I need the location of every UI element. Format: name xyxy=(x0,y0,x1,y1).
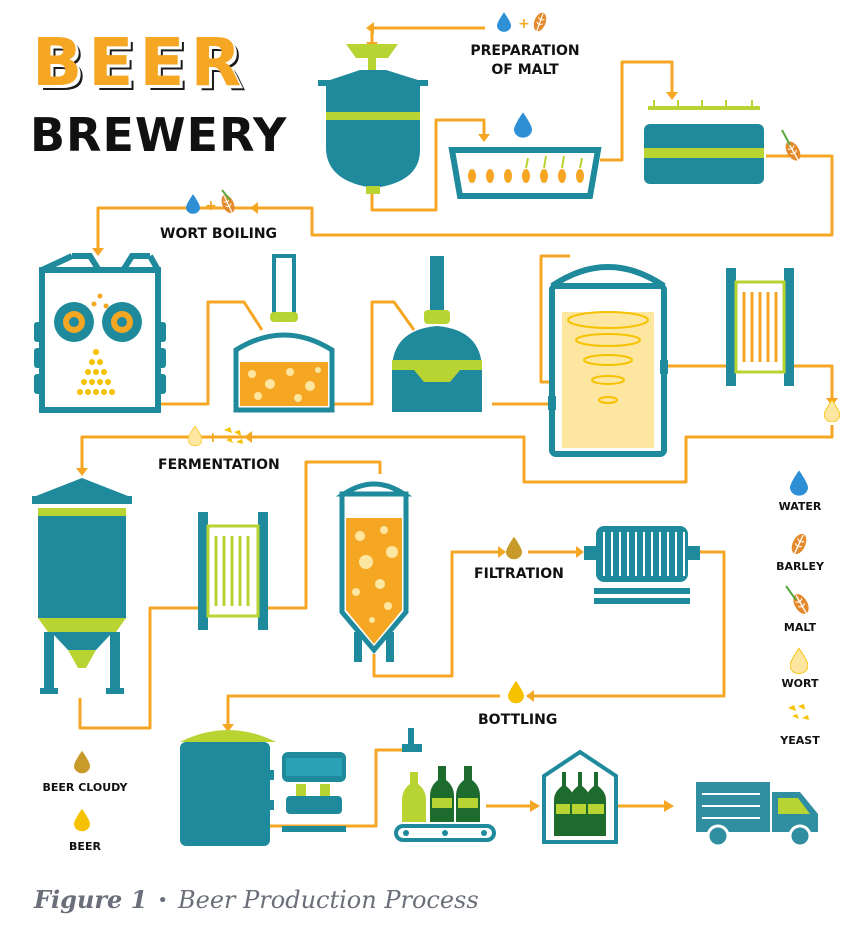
legend-barley: BARLEY xyxy=(776,560,824,573)
caption-label: Figure 1 xyxy=(34,885,148,914)
legend-beer-cloudy: BEER CLOUDY xyxy=(42,781,128,794)
step-label-boiling: WORT BOILING xyxy=(160,226,278,242)
title-brewery: BREWERY xyxy=(30,108,288,162)
caption-separator: • xyxy=(157,890,168,911)
step-label-filtration: FILTRATION xyxy=(474,566,564,582)
steeping-tank xyxy=(318,44,428,194)
mash-tun xyxy=(233,254,335,413)
kiln-dryer xyxy=(644,100,805,184)
pipes xyxy=(78,26,834,828)
legend-yeast: YEAST xyxy=(780,734,820,747)
step-label-malt: PREPARATION OF MALT xyxy=(470,42,580,80)
heat-exchanger xyxy=(198,512,268,630)
step-label-bottling: BOTTLING xyxy=(478,712,558,728)
storage-tank xyxy=(180,730,276,846)
pump-unit xyxy=(282,752,346,832)
svg-text:+: + xyxy=(207,430,219,446)
filter-press xyxy=(584,526,700,604)
svg-text:+: + xyxy=(518,16,530,32)
svg-text:+: + xyxy=(205,198,217,214)
title-beer: BEER xyxy=(32,24,248,101)
wort-kettle xyxy=(392,256,482,412)
germination-tray xyxy=(448,112,602,199)
boiling-input-icons: + xyxy=(186,189,238,216)
wort-cooler xyxy=(726,268,794,386)
legend-beer: BEER xyxy=(69,840,101,853)
bottle-filler xyxy=(394,728,496,842)
legend-malt: MALT xyxy=(783,621,817,634)
step-label-malt-line1: PREPARATION xyxy=(470,43,580,59)
whirlpool-tank xyxy=(548,264,668,457)
figure-caption: Figure 1 • Beer Production Process xyxy=(34,885,479,914)
pasteurizer xyxy=(542,749,618,844)
fermenter xyxy=(32,478,132,694)
legend-water: WATER xyxy=(778,500,822,513)
step-label-malt-line2: OF MALT xyxy=(491,62,559,78)
legend-wort: WORT xyxy=(781,677,819,690)
maturation-tank xyxy=(335,481,413,662)
malt-input-icons: + xyxy=(497,10,550,34)
legend-icons xyxy=(74,470,813,832)
delivery-truck xyxy=(696,782,818,848)
caption-text: Beer Production Process xyxy=(177,886,479,914)
fermentation-input-icons: + xyxy=(188,426,243,446)
mill xyxy=(34,253,166,413)
step-label-fermentation: FERMENTATION xyxy=(158,457,280,473)
